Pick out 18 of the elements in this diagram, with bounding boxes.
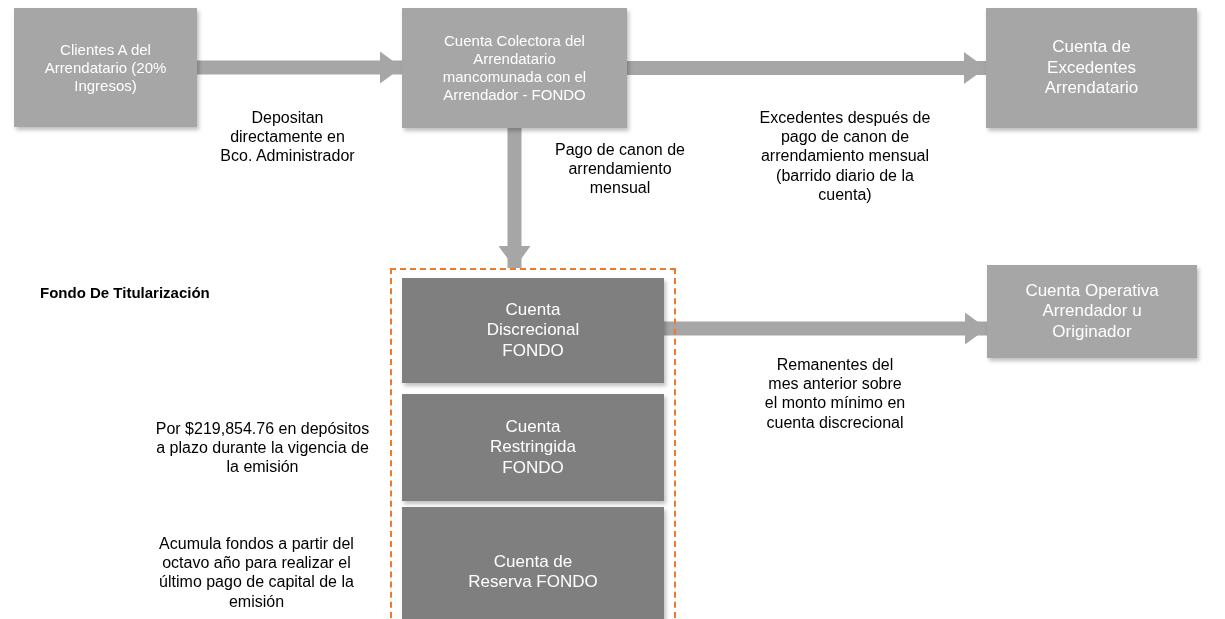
box-label: Cuenta Colectora del Arrendatario mancomunada con el Arrendador - FONDO	[441, 32, 588, 104]
account-box	[14, 8, 197, 127]
group-heading: Fondo De Titularización	[40, 284, 210, 301]
box-label: Cuenta Restringida FONDO	[489, 416, 577, 479]
account-box	[987, 265, 1197, 358]
account-box	[402, 8, 627, 128]
box-label: Cuenta Operativa Arrendador u Originador	[1024, 280, 1160, 343]
box-label: Cuenta de Reserva FONDO	[467, 551, 599, 593]
account-box	[986, 8, 1197, 128]
box-label: Cuenta Discrecional FONDO	[485, 299, 581, 362]
side-note: Por $219,854.76 en depósitos a plazo durante la vigencia de la emisión	[155, 418, 370, 477]
account-box	[402, 278, 664, 383]
box-label: Cuenta de Excedentes Arrendatario	[1043, 37, 1140, 99]
side-note: Acumula fondos a partir del octavo año para realizar el último pago de capital de la emisión	[158, 533, 355, 611]
box-label: Clientes A del Arrendatario (20% Ingresos)	[44, 40, 167, 95]
block-arrow	[627, 52, 986, 84]
block-arrow	[498, 128, 531, 268]
block-arrow	[197, 51, 402, 84]
